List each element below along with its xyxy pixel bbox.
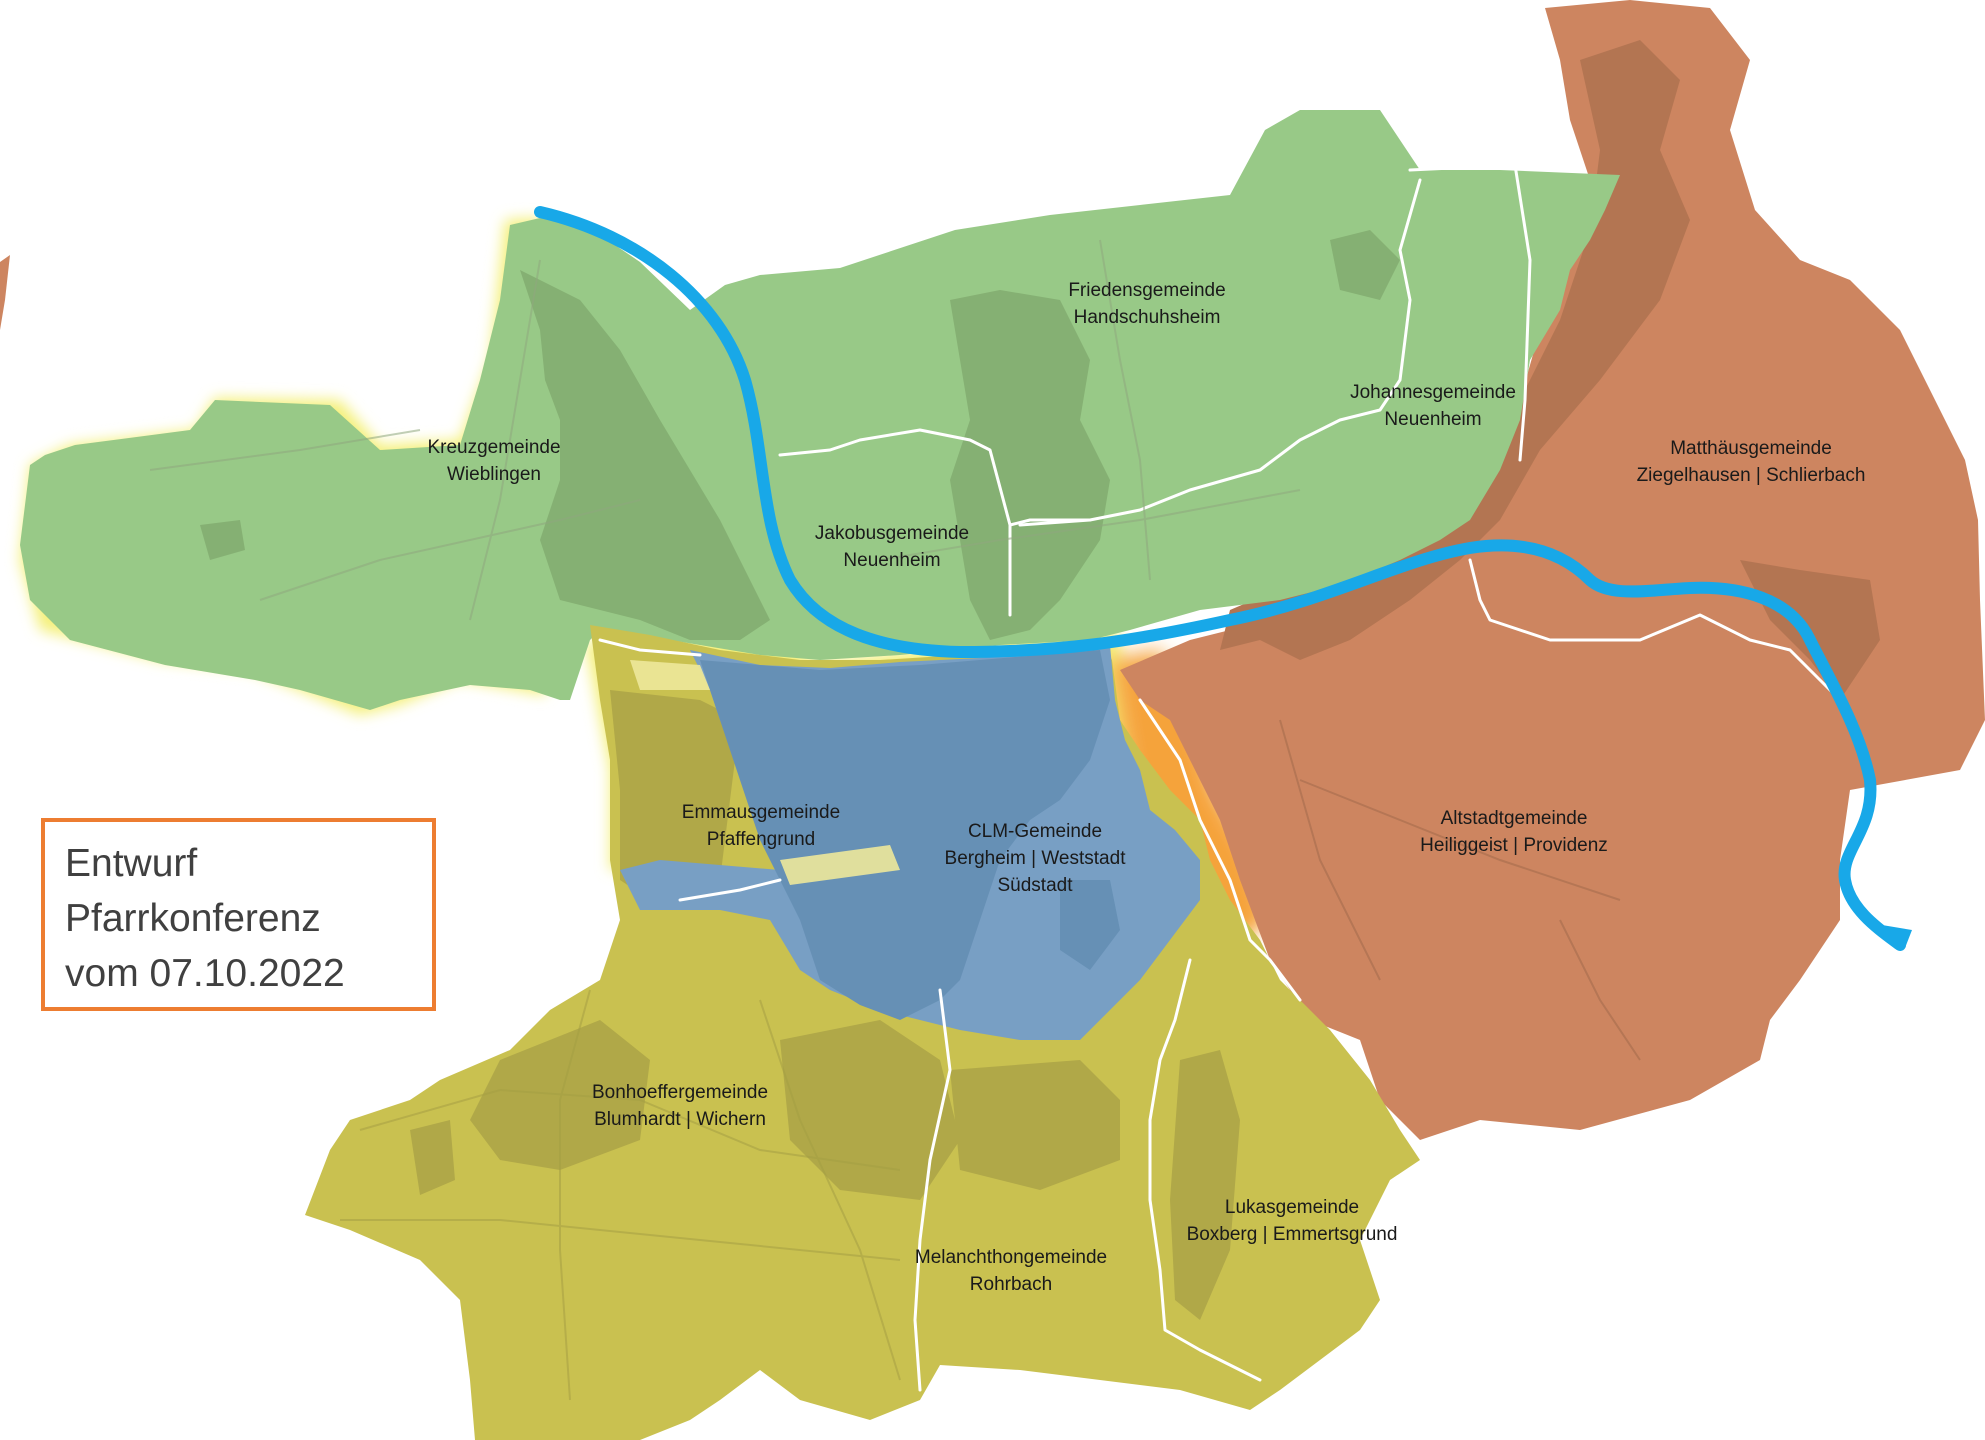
district-label-line: Heiliggeist | Providenz [1420,835,1608,856]
road [559,989,591,1401]
district-label-line: Lukasgemeinde [1225,1197,1359,1218]
district-label-line: Jakobusgemeinde [815,523,969,544]
border-johannes-east [1408,163,1532,462]
border-altstadt-matthaeus [1468,558,1842,702]
glow-strip-1 [780,845,900,885]
region-olive-shade-4 [950,1060,1120,1190]
district-label-line: Melanchthongemeinde [915,1247,1107,1268]
road [1279,719,1381,981]
border-frieden-johannes [1018,178,1422,527]
region-olive-shade-1 [610,690,740,900]
district-label-line: Altstadtgemeinde [1441,808,1588,829]
district-label-line: Friedensgemeinde [1068,280,1225,301]
road [149,429,421,471]
district-label-line: Boxberg | Emmertsgrund [1187,1224,1398,1245]
district-label-line: Handschuhsheim [1074,307,1221,328]
road [879,489,1301,561]
road-network-south [340,989,901,1401]
region-blue-shade-2 [1060,880,1120,970]
district-label-line: Bergheim | Weststadt [945,848,1127,869]
district-label-line: Ziegelhausen | Schlierbach [1637,465,1866,486]
district-borders [598,163,1842,1392]
district-label-line: Rohrbach [970,1274,1052,1295]
region-green-shade-3 [1330,230,1400,300]
road [1299,779,1621,901]
border-frieden-upper [1008,518,1092,527]
border-melanchthon-lukas [1148,958,1262,1382]
road-network-east [1279,719,1641,1061]
map-edge-fragment [0,255,10,330]
district-label-line: Johannesgemeinde [1350,382,1516,403]
district-label-line: Bonhoeffergemeinde [592,1082,768,1103]
region-olive-shade-3 [780,1020,960,1200]
road [359,1088,901,1171]
region-blue-shade [700,650,1110,1020]
region-brown [1120,0,1985,1140]
border-clm-emmaus [598,638,702,657]
road [259,499,641,601]
border-emmaus-bonhoeffer [678,878,782,902]
district-label-line: CLM-Gemeinde [968,821,1102,842]
border-bonhoeffer-melanchthon [913,988,952,1392]
region-green [20,110,1620,710]
draft-note-line-1: Entwurf [65,842,198,885]
region-green-shade-2 [950,290,1110,640]
river-arrowhead [1882,925,1912,948]
district-label-line: Pfaffengrund [707,829,815,850]
glow-altstadt-edge [1110,650,1270,950]
draft-note-line-3: vom 07.10.2022 [65,952,345,995]
district-label-line: Wieblingen [447,464,541,485]
glow-strip-2 [630,660,710,690]
district-label-line: Blumhardt | Wichern [594,1109,766,1130]
region-olive-shade-6 [410,1120,455,1195]
border-altstadt-west [1138,698,1302,1002]
draft-note-box: Entwurf Pfarrkonferenz vom 07.10.2022 [41,818,436,1011]
road-network [149,239,1301,621]
draft-note-line-2: Pfarrkonferenz [65,897,321,940]
road [340,1219,901,1261]
district-label-line: Neuenheim [1384,409,1481,430]
district-label-line: Matthäusgemeinde [1670,438,1832,459]
river-neckar [534,206,1906,951]
border-jakobus-frieden [778,428,1012,617]
district-label-line: Neuenheim [843,550,940,571]
region-green-shade-4 [200,520,245,560]
district-label-line: Emmausgemeinde [682,802,840,823]
road [1559,919,1641,1061]
road [469,259,541,621]
region-green-shade-1 [520,270,770,640]
road [759,999,901,1381]
region-olive-shade-5 [1170,1050,1240,1320]
district-label-line: Kreuzgemeinde [427,437,560,458]
district-label-line: Südstadt [998,875,1074,896]
